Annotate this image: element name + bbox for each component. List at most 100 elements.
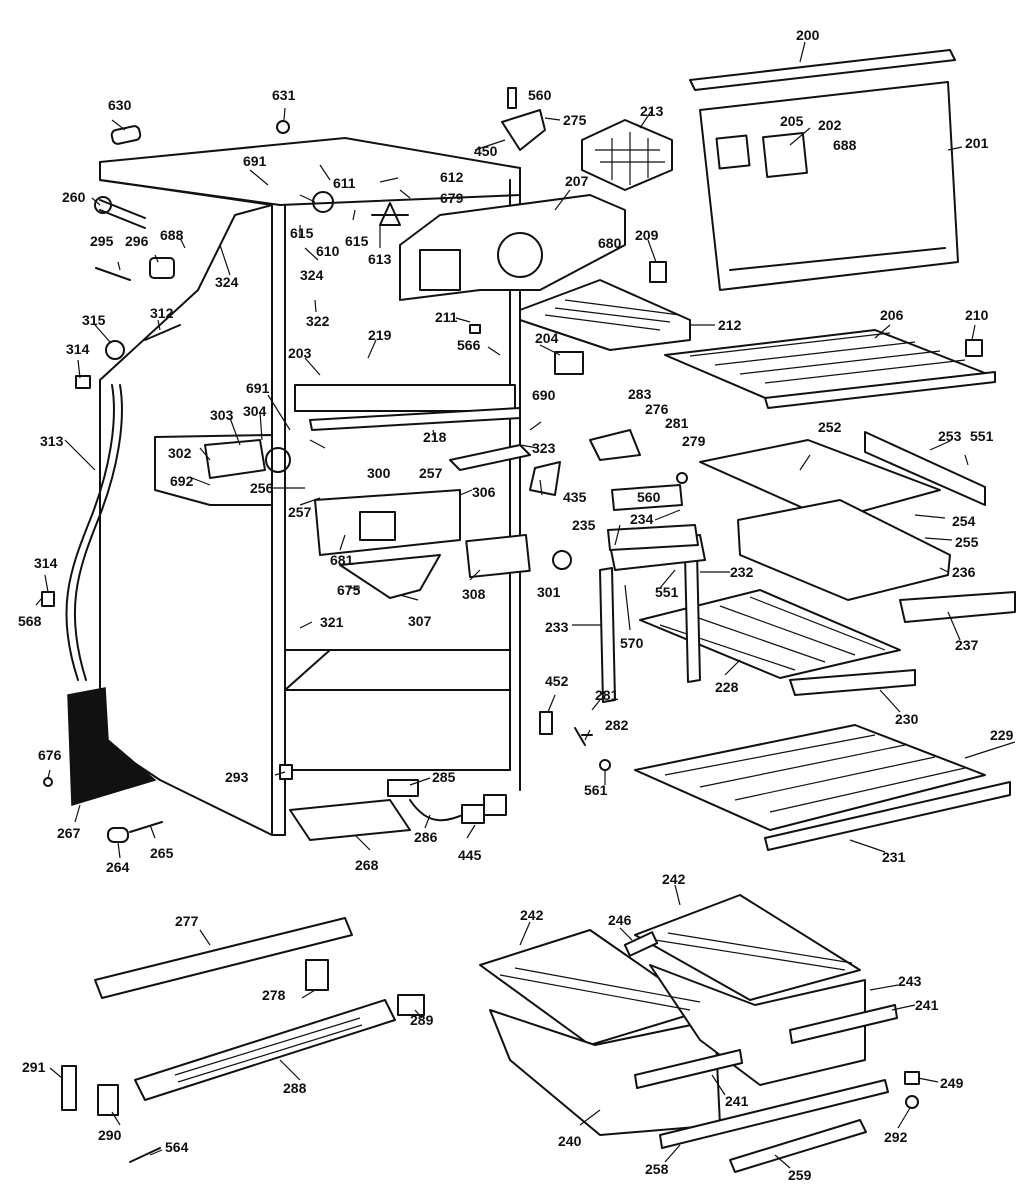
callout-253: 253 (938, 428, 962, 444)
callout-265: 265 (150, 845, 174, 861)
callout-237: 237 (955, 637, 979, 653)
callout-207: 207 (565, 173, 589, 189)
callout-615-center: 615 (345, 233, 369, 249)
insulation-panel (67, 687, 157, 806)
callout-249: 249 (940, 1075, 964, 1091)
callout-282: 282 (605, 717, 629, 733)
callout-252: 252 (818, 419, 842, 435)
callout-613: 613 (368, 251, 392, 267)
small-parts (41, 87, 983, 1163)
callout-228: 228 (715, 679, 739, 695)
callout-257-upper: 257 (419, 465, 443, 481)
callout-242-right: 242 (662, 871, 686, 887)
callout-323: 323 (532, 440, 556, 456)
callout-264: 264 (106, 859, 130, 875)
callout-611: 611 (333, 175, 356, 191)
callout-201: 201 (965, 135, 989, 151)
callout-288: 288 (283, 1080, 307, 1096)
callout-281-upper: 281 (665, 415, 689, 431)
callout-234: 234 (630, 511, 654, 527)
callout-254: 254 (952, 513, 976, 529)
callout-307: 307 (408, 613, 432, 629)
callout-281-lower: 281 (595, 687, 619, 703)
callout-268: 268 (355, 857, 379, 873)
callout-676: 676 (38, 747, 62, 763)
wire-shelf-229 (634, 724, 1011, 851)
callout-688-left: 688 (160, 227, 184, 243)
callout-255: 255 (955, 534, 979, 550)
callout-212: 212 (718, 317, 742, 333)
callout-324-left: 324 (215, 274, 239, 290)
callout-236: 236 (952, 564, 976, 580)
callout-203: 203 (288, 345, 312, 361)
callout-211: 211 (435, 309, 458, 325)
callout-688-right: 688 (833, 137, 857, 153)
callout-209: 209 (635, 227, 659, 243)
callout-210: 210 (965, 307, 989, 323)
drain-tube (65, 384, 115, 681)
callout-296: 296 (125, 233, 149, 249)
callout-691-top: 691 (243, 153, 267, 169)
callout-322: 322 (306, 313, 330, 329)
callout-692: 692 (170, 473, 194, 489)
callout-241-center: 241 (725, 1093, 749, 1109)
callout-308: 308 (462, 586, 486, 602)
callout-691-mid: 691 (246, 380, 270, 396)
callout-690: 690 (532, 387, 556, 403)
callout-560-top: 560 (528, 87, 552, 103)
callout-610: 610 (316, 243, 340, 259)
callout-286: 286 (414, 829, 438, 845)
freezer-duct (399, 194, 626, 301)
leader-lines (35, 41, 1016, 1169)
callout-303: 303 (210, 407, 234, 423)
callout-324-center: 324 (300, 267, 324, 283)
callout-302: 302 (168, 445, 192, 461)
callout-242-left: 242 (520, 907, 544, 923)
callout-229: 229 (990, 727, 1014, 743)
freezer-shelf (519, 279, 691, 351)
callout-445: 445 (458, 847, 482, 863)
callout-570: 570 (620, 635, 644, 651)
callout-218: 218 (423, 429, 447, 445)
callout-235: 235 (572, 517, 596, 533)
callout-289: 289 (410, 1012, 434, 1028)
callout-304: 304 (243, 403, 267, 419)
callout-259: 259 (788, 1167, 812, 1183)
callout-230: 230 (895, 711, 919, 727)
callout-202: 202 (818, 117, 842, 133)
callout-612: 612 (440, 169, 464, 185)
callout-615-left: 615 (290, 225, 314, 241)
callout-243: 243 (898, 973, 922, 989)
callout-551-right: 551 (970, 428, 994, 444)
callout-561: 561 (584, 782, 608, 798)
callout-630: 630 (108, 97, 132, 113)
ice-tray (581, 119, 673, 191)
callout-213: 213 (640, 103, 664, 119)
callout-293: 293 (225, 769, 249, 785)
callout-300: 300 (367, 465, 391, 481)
callout-232: 232 (730, 564, 754, 580)
callout-240: 240 (558, 1133, 582, 1149)
callout-435: 435 (563, 489, 587, 505)
callout-291: 291 (22, 1059, 46, 1075)
callout-267: 267 (57, 825, 81, 841)
callout-278: 278 (262, 987, 286, 1003)
callout-258: 258 (645, 1161, 669, 1177)
callout-231: 231 (882, 849, 906, 865)
callout-560-mid: 560 (637, 489, 661, 505)
top-grille (689, 49, 956, 91)
callout-306: 306 (472, 484, 496, 500)
callout-568: 568 (18, 613, 42, 629)
crisper-cover-252 (699, 431, 1016, 623)
callout-292: 292 (884, 1129, 908, 1145)
callout-205: 205 (780, 113, 804, 129)
base-grille (94, 917, 396, 1101)
callout-257-lower: 257 (288, 504, 312, 520)
callout-631: 631 (272, 87, 296, 103)
crisper-drawers (479, 894, 898, 1173)
shelf-rail-232 (684, 552, 701, 683)
callout-551-center: 551 (655, 584, 679, 600)
callout-450: 450 (474, 143, 498, 159)
wire-shelf-206 (664, 329, 996, 409)
